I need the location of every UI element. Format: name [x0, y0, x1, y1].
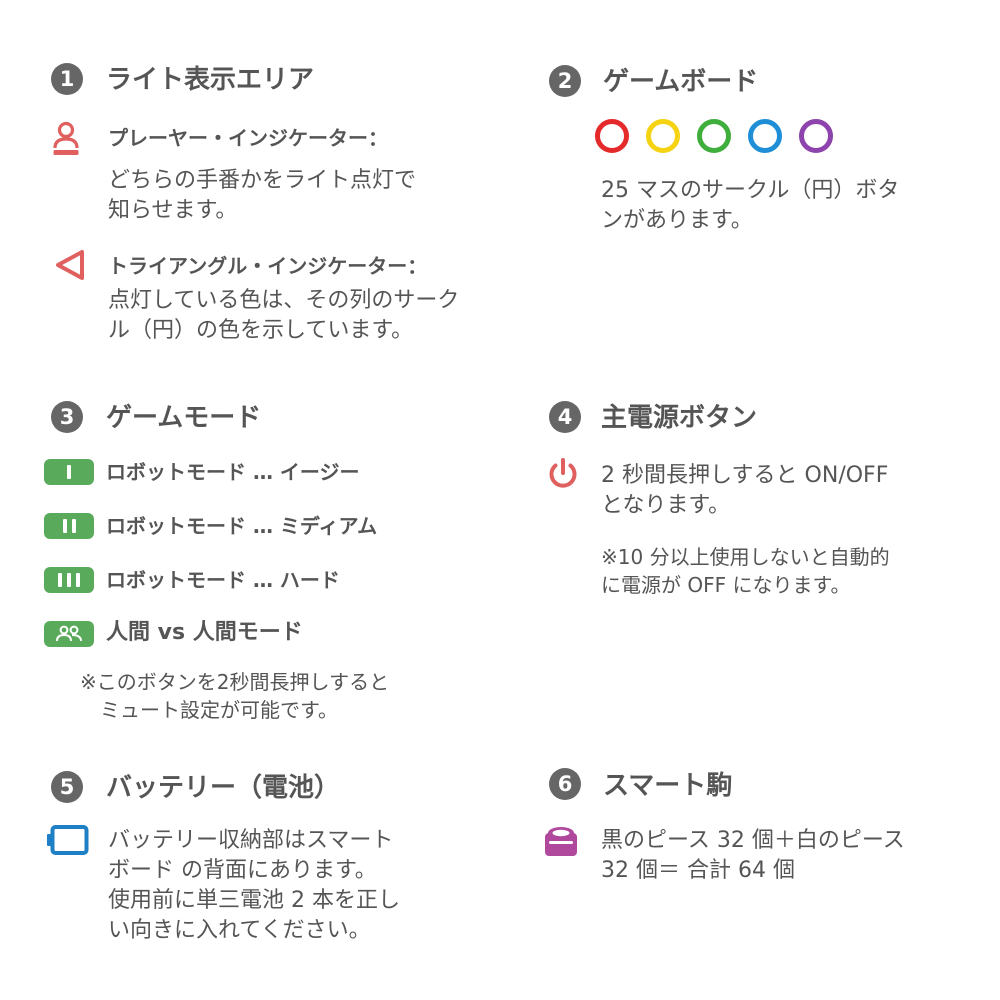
player-indicator-desc: どちらの手番かをライト点灯で 知らせます。	[108, 168, 417, 223]
battery-desc: バッテリー収納部はスマート ボード の背面にあります。 使用前に単三電池 2 本…	[108, 828, 400, 943]
section-3-title: ゲームモード	[106, 403, 262, 433]
section-6-number: 6	[549, 768, 581, 800]
person-icon	[53, 121, 79, 155]
battery-icon	[47, 825, 89, 855]
section-6-title: スマート駒	[603, 771, 733, 801]
power-note: ※10 分以上使用しないと自動的 に電源が OFF になります。	[601, 545, 890, 597]
triangle-indicator-label: トライアングル・インジケーター：	[108, 254, 428, 278]
section-4-number: 4	[549, 401, 581, 433]
section-5-title: バッテリー（電池）	[106, 773, 341, 803]
mode-badge-hard	[44, 567, 94, 593]
mode-label-hard: ロボットモード … ハード	[106, 568, 340, 592]
game-board-circles	[595, 119, 845, 159]
mode-badge-pvp	[44, 621, 94, 647]
mode-badge-medium	[44, 513, 94, 539]
game-piece-icon	[545, 827, 577, 856]
power-desc: 2 秒間長押しすると ON/OFF となります。	[601, 463, 889, 518]
triangle-left-icon	[56, 250, 84, 280]
triangle-indicator-desc: 点灯している色は、その列のサーク ル（円）の色を示しています。	[108, 288, 460, 343]
section-4-title: 主電源ボタン	[601, 403, 758, 433]
circle-button-icon-red	[595, 119, 629, 153]
mute-note: ※このボタンを2秒間長押しすると ミュート設定が可能です。	[80, 670, 390, 722]
circle-button-icon-yellow	[646, 119, 680, 153]
circle-button-icon-green	[697, 119, 731, 153]
section-2-title: ゲームボード	[603, 67, 759, 97]
player-indicator-label: プレーヤー・インジケーター：	[108, 126, 388, 150]
mode-label-pvp: 人間 vs 人間モード	[106, 620, 303, 645]
mode-label-easy: ロボットモード … イージー	[106, 460, 360, 484]
section-3-number: 3	[51, 401, 83, 433]
game-board-desc: 25 マスのサークル（円）ボタ ンがあります。	[601, 178, 900, 233]
mode-label-medium: ロボットモード … ミディアム	[106, 514, 378, 538]
section-5-number: 5	[51, 771, 83, 803]
section-2-number: 2	[549, 65, 581, 97]
power-icon	[549, 458, 577, 488]
circle-button-icon-blue	[748, 119, 782, 153]
two-people-icon	[56, 625, 82, 642]
section-1-title: ライト表示エリア	[106, 65, 315, 95]
circle-button-icon-purple	[799, 119, 833, 153]
piece-desc: 黒のピース 32 個＋白のピース 32 個＝ 合計 64 個	[601, 828, 905, 883]
section-1-number: 1	[51, 63, 83, 95]
mode-badge-easy	[44, 459, 94, 485]
